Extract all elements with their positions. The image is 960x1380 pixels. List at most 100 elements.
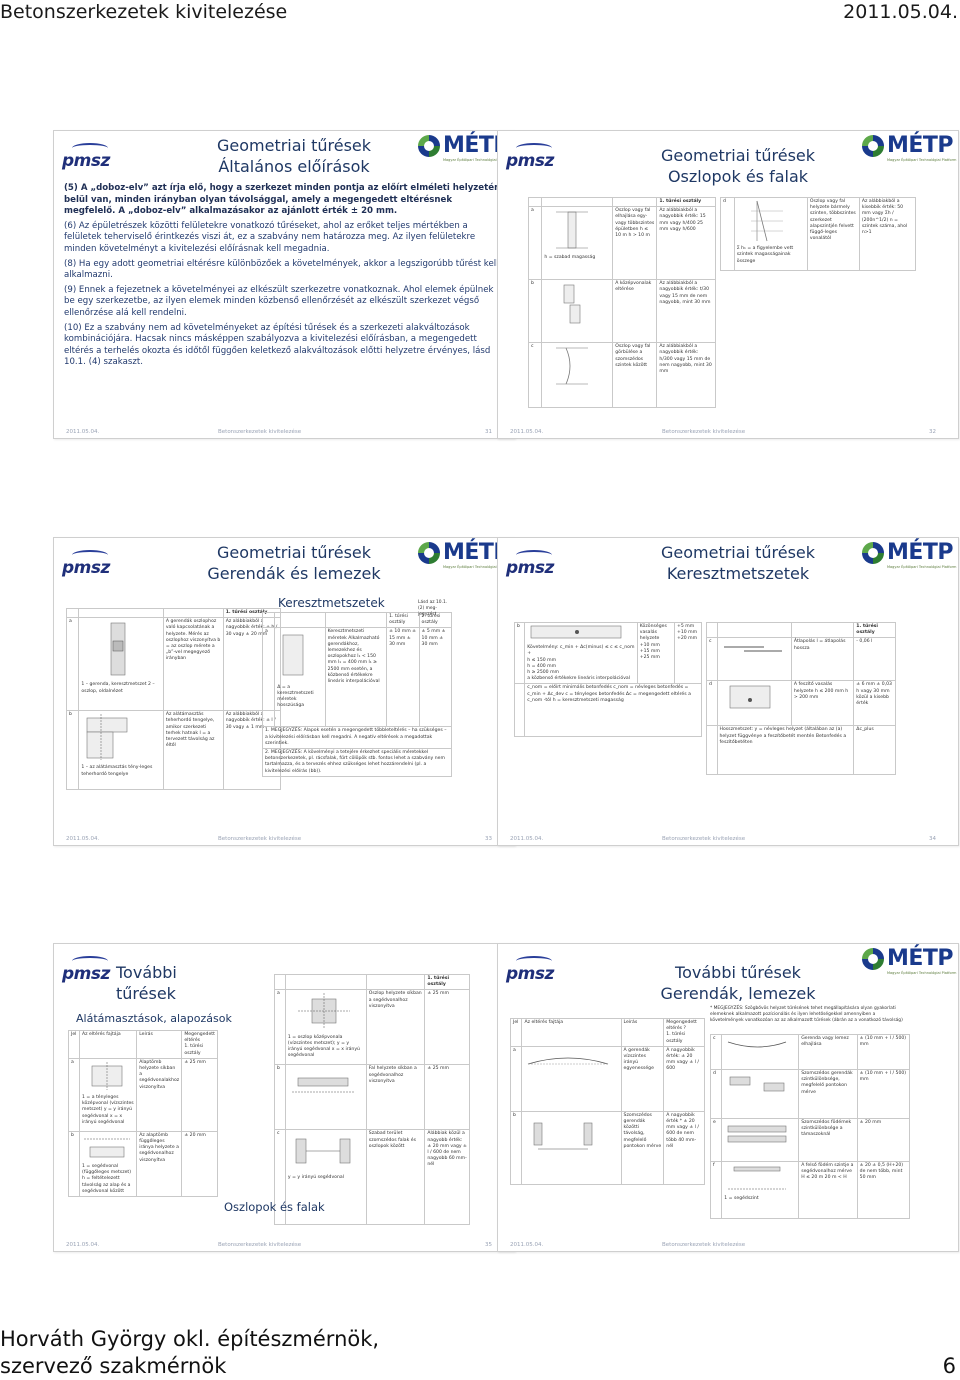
- author-line-2: szervező szakmérnök: [0, 1354, 227, 1378]
- slide-footer-course: Betonszerkezetek kivitelezése: [218, 429, 302, 435]
- table-row: b 1 – az alátámasztás tény-leges teherho…: [65, 710, 282, 791]
- slide-title: További tűrések Gerendák, lemezek: [660, 963, 816, 1003]
- pmsz-logo: pmsz: [506, 143, 554, 171]
- beam-spacing-figure: [534, 1122, 593, 1150]
- slide-footer-date: 2011.05.04.: [66, 1242, 100, 1248]
- table-row: a Δ = a keresztmetszeti méretek hosszúsá…: [261, 627, 453, 728]
- author-line-1: Horváth György okl. építészmérnök,: [0, 1327, 380, 1351]
- beam-slab-table: Jel Az eltérés fajtája Leírás Megengedet…: [509, 1018, 705, 1185]
- foundation-plan-figure: [91, 1061, 123, 1090]
- paragraph-9: (9) Ennek a fejezetnek a követelményei a…: [64, 284, 494, 318]
- pmsz-logo: pmsz: [506, 956, 554, 984]
- table-note: * MEGJEGYZÉS: Szögbővös helyzet tűréséne…: [710, 1006, 903, 1023]
- wall-column-table: 1. tűrési osztály a 1 = oszlop középvona…: [274, 973, 470, 1226]
- table-row: f 1 = segédszint A felső födém szintje a…: [709, 1161, 911, 1219]
- page-number: 6: [942, 1354, 956, 1378]
- slide-footer-course: Betonszerkezetek kivitelezése: [662, 836, 746, 842]
- slide-number: 35: [485, 1242, 492, 1248]
- slide-subtitle: Alátámasztások, alapozások: [76, 1012, 232, 1025]
- column-sketch-figure: [556, 211, 589, 249]
- paragraph-10: (10) Ez a szabvány nem ad követelményeke…: [64, 322, 491, 368]
- tendon-position-figure: [729, 686, 770, 709]
- slide-35: pmsz További tűrések Alátámasztások, ala…: [53, 943, 515, 1252]
- table-row: d A feszítő vasalás helyzete h ≤ 200 mm …: [706, 680, 896, 727]
- foundation-section-figure: [84, 1138, 131, 1158]
- table-row: a 1 – gerenda, keresztmetszet 2 – oszlop…: [65, 617, 282, 712]
- table-row: a 1 = oszlop középvonala (vízszintes met…: [274, 989, 470, 1066]
- wall-plan-figure: [291, 1078, 354, 1093]
- slide-footer-course: Betonszerkezetek kivitelezése: [662, 429, 746, 435]
- slide-footer-date: 2011.05.04.: [66, 836, 100, 842]
- overlay-title: Keresztmetszetek: [278, 596, 385, 610]
- table-row: d Szomszédos gerendák szintkülönbsége, m…: [709, 1069, 911, 1119]
- slide-title: Geometriai tűrések Gerendák és lemezek: [207, 543, 381, 583]
- column-curvature-figure: [556, 347, 589, 385]
- cross-section-table: 1. tűrési osztály 2. tűrési osztály a Δ …: [261, 611, 453, 777]
- support-axis-figure: [87, 714, 128, 761]
- pmsz-logo: pmsz: [62, 956, 110, 984]
- table-row: a h = szabad magasság Oszlop vagy fal el…: [527, 206, 716, 281]
- cross-section-figure: [282, 635, 304, 676]
- table-row: b 1 = segédvonal (függőleges metszet) h …: [67, 1130, 218, 1198]
- tolerance-table-right: d Σ h₁ = a figyelembe vett szintek magas…: [720, 197, 917, 271]
- slide-number: 34: [929, 836, 936, 842]
- pmsz-logo: pmsz: [62, 550, 110, 578]
- metp-ring-icon: [862, 135, 884, 157]
- paragraph-8: (8) Ha egy adott geometriai eltérésre kü…: [64, 258, 499, 281]
- slide-title: Geometriai tűrések Keresztmetszetek: [660, 543, 816, 583]
- column-offset-figure: [564, 284, 581, 324]
- table-row: e Szomszédos födémek szintkülönbsége a t…: [709, 1118, 911, 1162]
- slide-number: 32: [929, 429, 936, 435]
- tolerance-table: 1. tűrési osztály a 1 – gerenda, kereszt…: [65, 607, 282, 791]
- slide-title: Geometriai tűrések Oszlopok és falak: [660, 146, 816, 186]
- column-plan-figure: [297, 993, 350, 1030]
- lasd-note: Lásd az 10.1.(2) meg-jegyzést: [418, 600, 448, 617]
- beam-column-figure: [111, 622, 126, 676]
- pmsz-logo: pmsz: [62, 143, 110, 171]
- overlay-caption: Oszlopok és falak: [224, 1200, 325, 1214]
- lap-figure: [723, 646, 782, 652]
- slide-footer-course: Betonszerkezetek kivitelezése: [218, 1242, 302, 1248]
- slide-footer-course: Betonszerkezetek kivitelezése: [662, 1242, 746, 1248]
- top-slab-figure: [728, 1166, 787, 1190]
- table-row: b A középvonalak eltérése Az alábbiakból…: [527, 279, 716, 344]
- slide-footer-course: Betonszerkezetek kivitelezése: [218, 836, 302, 842]
- slide-footer-date: 2011.05.04.: [510, 836, 544, 842]
- slide-number: 33: [485, 836, 492, 842]
- table-row: c Gerenda vagy lemez elhajlása ± (10 mm …: [709, 1034, 911, 1070]
- table-row: Hosszmetszet: y = névleges helyzet (álta…: [706, 725, 896, 776]
- table-row: b Szomszédos gerendák közötti távolság, …: [509, 1110, 705, 1185]
- metp-ring-icon: [862, 948, 884, 970]
- table-row: c y = y irányú segédvonal Szabad terület…: [274, 1129, 470, 1226]
- slide-footer-date: 2011.05.04.: [510, 429, 544, 435]
- table-row: c Átlapolás l = átlapolás hossza - 0,06 …: [706, 637, 896, 682]
- foundation-table: Jel Az eltérés fajtája Leírás Megengedet…: [67, 1030, 218, 1198]
- paragraph-6: (6) Az épületrészek közötti felületekre …: [64, 220, 476, 254]
- table-row: d Σ h₁ = a figyelembe vett szintek magas…: [720, 197, 917, 271]
- slab-level-figure: [727, 1125, 787, 1143]
- beam-level-figure: [729, 1076, 785, 1092]
- slide-title: További tűrések: [116, 963, 177, 1003]
- table-row: c Oszlop vagy fal görbülése a szomszédos…: [527, 342, 716, 409]
- slab-level-table: c Gerenda vagy lemez elhajlása ± (10 mm …: [709, 1034, 911, 1219]
- document-header-title: Betonszerkezetek kivitelezése: [0, 1, 288, 23]
- metp-ring-icon: [418, 542, 440, 564]
- table-row: b Fal helyzete síkban a segédvonalhoz vi…: [274, 1064, 470, 1131]
- slide-footer-date: 2011.05.04.: [66, 429, 100, 435]
- table-row: b Követelmény: c_min + Δc(minus) ≤ c ≤ c…: [513, 621, 702, 685]
- paragraph-5: (5) A „doboz-elv” azt írja elő, hogy a s…: [64, 183, 501, 217]
- lap-prestress-table: 1. tűrési osztály c Átlapolás l = átlapo…: [706, 621, 896, 776]
- table-row: a 1 = a tényleges középvonal (vízszintes…: [67, 1057, 218, 1132]
- rebar-cover-figure: [530, 625, 622, 639]
- multi-storey-figure: [750, 200, 783, 242]
- table-header: 1. tűrési osztály: [656, 196, 716, 208]
- slide-footer-date: 2011.05.04.: [510, 1242, 544, 1248]
- pmsz-logo: pmsz: [506, 550, 554, 578]
